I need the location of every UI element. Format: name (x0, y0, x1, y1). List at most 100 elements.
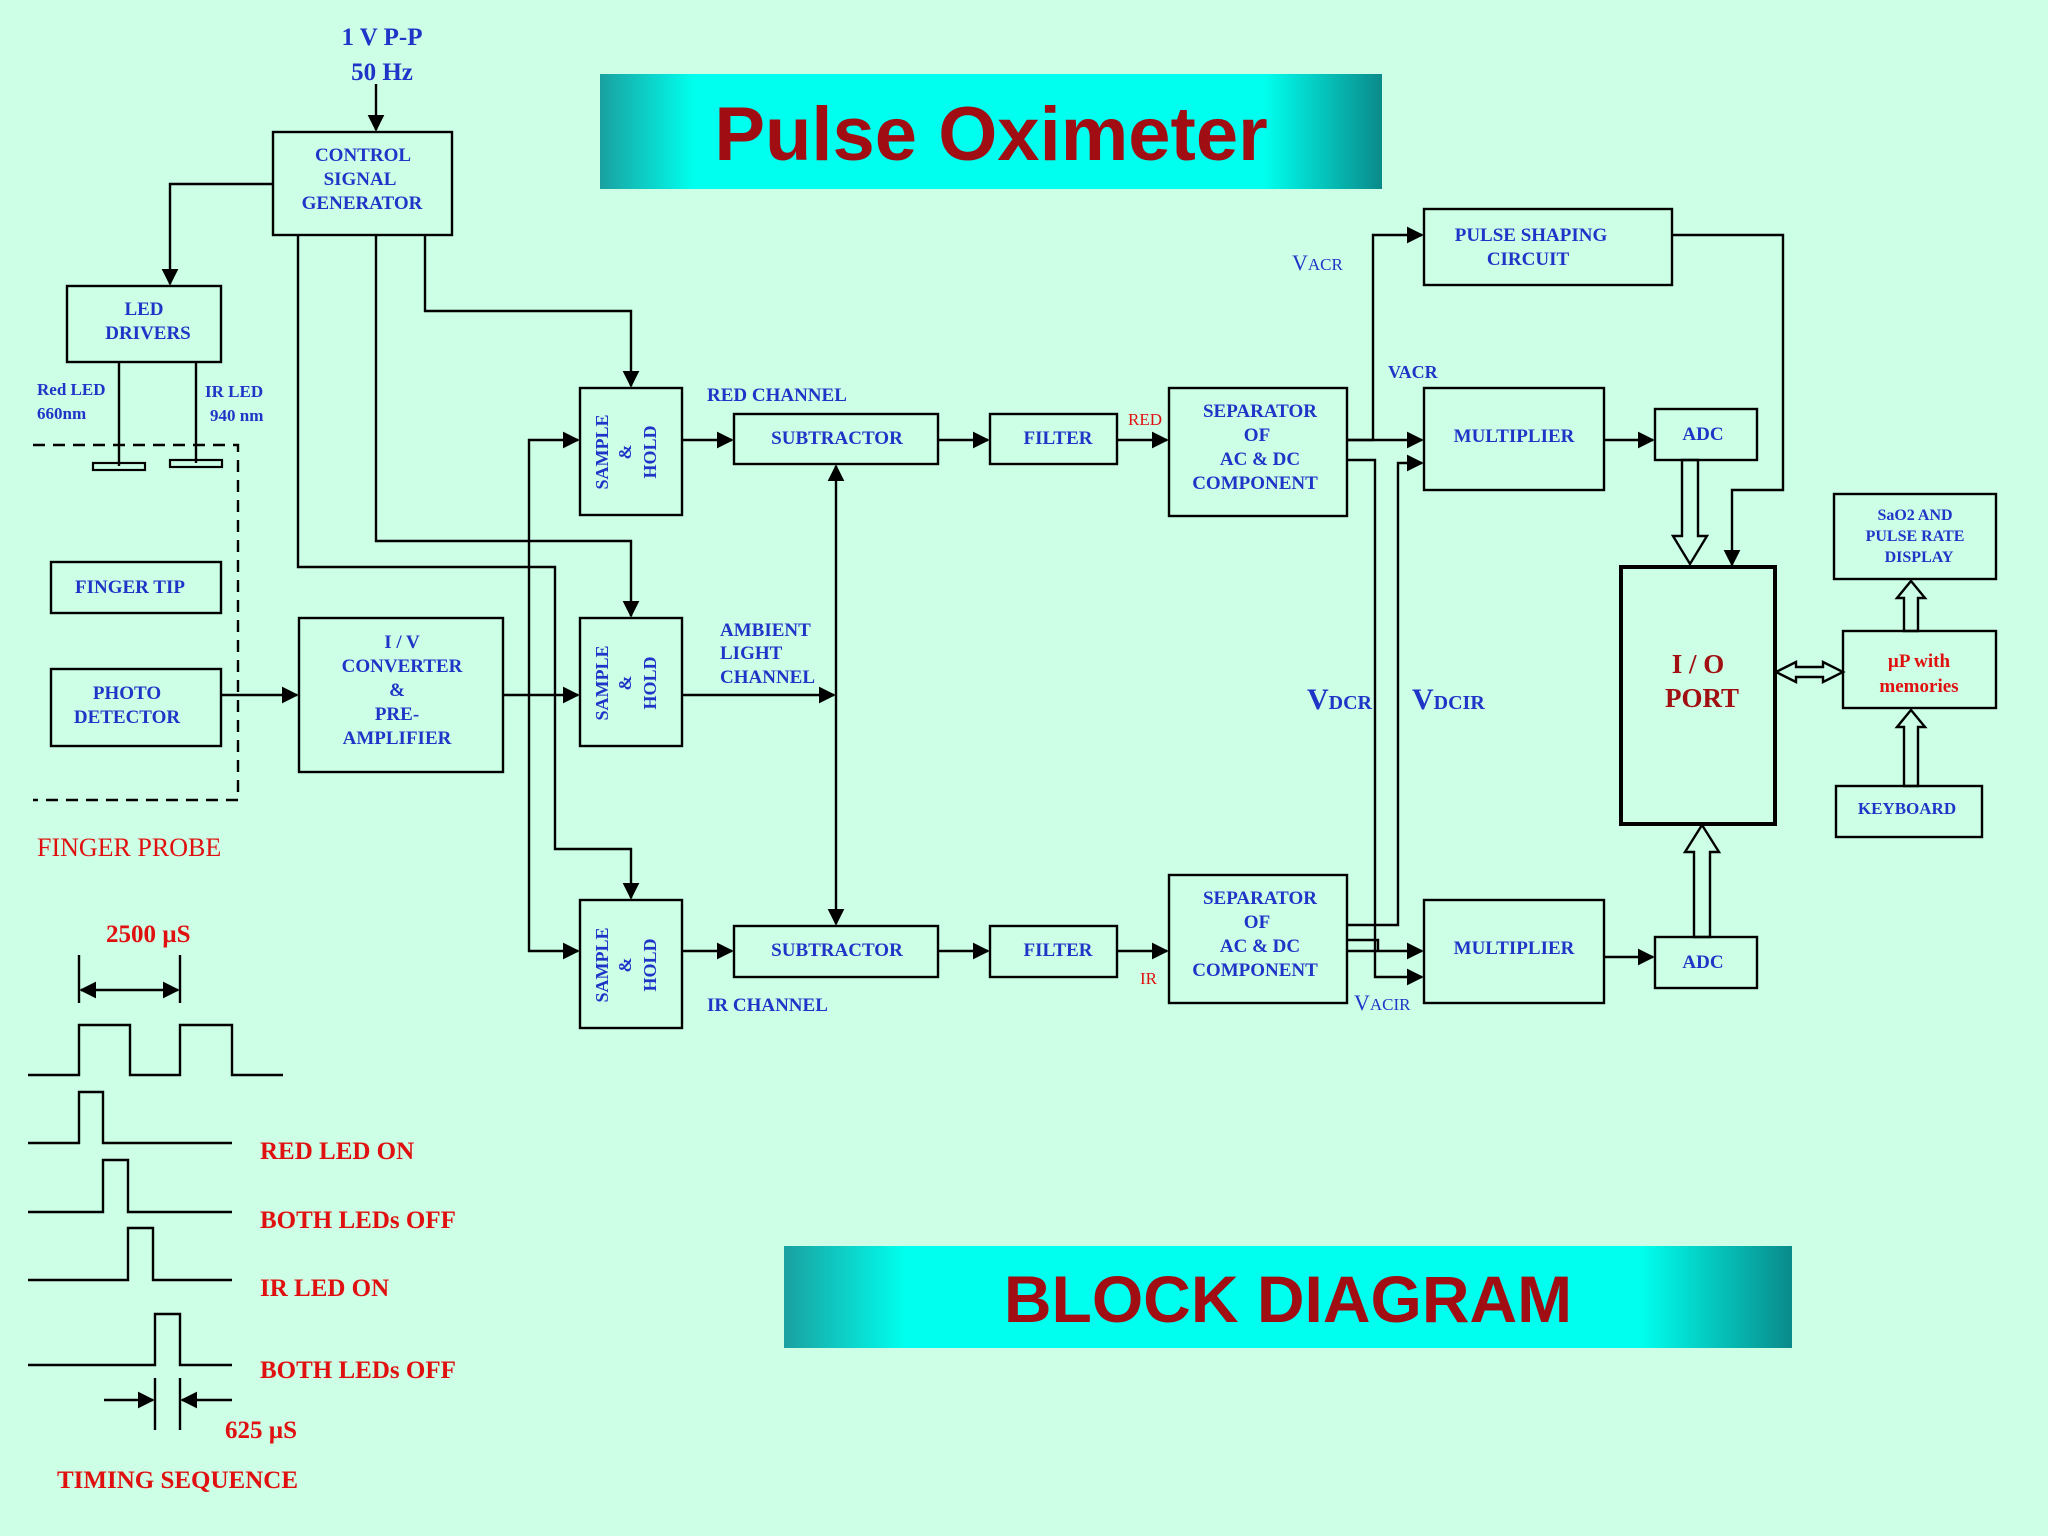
svg-text:PULSE RATE: PULSE RATE (1866, 528, 1965, 545)
svg-text:PHOTO: PHOTO (93, 683, 161, 704)
vacr-label-2: VACR (1388, 362, 1439, 382)
svg-text:ADC: ADC (1682, 424, 1723, 445)
svg-text:memories: memories (1879, 676, 1958, 697)
svg-text:DISPLAY: DISPLAY (1885, 549, 1954, 566)
svg-text:FINGER TIP: FINGER TIP (75, 577, 185, 598)
svg-text:SaO2 AND: SaO2 AND (1877, 507, 1952, 524)
subtitle-banner: BLOCK DIAGRAM (784, 1246, 1792, 1348)
timing-row-both-off-2: BOTH LEDs OFF (260, 1357, 456, 1384)
adc-block-ir: ADC (1653, 935, 1759, 990)
period-label: 2500 µS (106, 921, 191, 948)
svg-text:SAMPLE: SAMPLE (592, 414, 612, 489)
waveform-clock (28, 1023, 283, 1077)
svg-text:SAMPLE: SAMPLE (592, 645, 612, 720)
timing-caption: TIMING SEQUENCE (57, 1467, 298, 1494)
svg-text:HOLD: HOLD (640, 425, 660, 478)
svg-text:IR CHANNEL: IR CHANNEL (707, 995, 828, 1016)
waveform-both-off-2 (28, 1312, 232, 1367)
keyboard-block: KEYBOARD (1834, 784, 1984, 839)
svg-text:µP with: µP with (1888, 651, 1951, 672)
svg-text:&: & (615, 958, 635, 973)
multiplier-block-ir: MULTIPLIER (1422, 898, 1606, 1005)
waveform-red-led (28, 1090, 232, 1145)
finger-probe-enclosure (33, 443, 240, 802)
svg-text:LIGHT: LIGHT (720, 643, 783, 664)
led-drivers-block: LED DRIVERS (65, 284, 223, 364)
svg-text:1 V P-P: 1 V P-P (341, 24, 422, 51)
led-emitters (91, 362, 224, 472)
svg-text:IR LED: IR LED (205, 382, 263, 401)
svg-text:HOLD: HOLD (640, 938, 660, 991)
vacr-label: VACR (1292, 250, 1344, 275)
iv-converter-block: I / V CONVERTER & PRE- AMPLIFIER (297, 616, 505, 774)
timing-sequence: 2500 µS RED LED ON BOTH LEDs OFF IR LED … (28, 921, 456, 1494)
svg-text:&: & (615, 445, 635, 460)
control-signal-generator-block: CONTROL SIGNAL GENERATOR (271, 130, 454, 237)
svg-text:940 nm: 940 nm (210, 406, 263, 425)
svg-text:SEPARATOR: SEPARATOR (1203, 888, 1317, 909)
vacir-label: VACIR (1354, 990, 1411, 1015)
filter-block-red: FILTER (988, 412, 1119, 466)
subtractor-block-red: SUBTRACTOR (732, 412, 940, 466)
svg-text:AMPLIFIER: AMPLIFIER (343, 728, 452, 749)
pulse-shaping-block: PULSE SHAPING CIRCUIT (1422, 207, 1674, 287)
io-port-block: I / O PORT (1619, 565, 1777, 826)
svg-text:FILTER: FILTER (1024, 428, 1093, 449)
bus-arrows (1670, 458, 1928, 939)
svg-text:RED CHANNEL: RED CHANNEL (707, 385, 847, 406)
waveform-ir-led (28, 1226, 232, 1282)
svg-text:CONTROL: CONTROL (315, 145, 411, 166)
svg-text:HOLD: HOLD (640, 656, 660, 709)
title-banner: Pulse Oximeter (600, 74, 1382, 189)
svg-text:DETECTOR: DETECTOR (74, 707, 181, 728)
svg-text:I / V: I / V (384, 632, 420, 653)
input-signal-label: 1 V P-P 50 Hz (341, 24, 422, 86)
microprocessor-block: µP with memories (1841, 629, 1998, 710)
sample-hold-block-ir: SAMPLE & HOLD (578, 898, 684, 1030)
svg-text:&: & (389, 680, 405, 701)
timing-row-both-off-1: BOTH LEDs OFF (260, 1207, 456, 1234)
red-signal-label: RED (1128, 410, 1162, 429)
svg-text:SEPARATOR: SEPARATOR (1203, 401, 1317, 422)
adc-block-red: ADC (1653, 407, 1759, 462)
finger-tip-block: FINGER TIP (49, 560, 223, 615)
svg-text:CIRCUIT: CIRCUIT (1487, 249, 1570, 270)
sample-hold-block-red: SAMPLE & HOLD (578, 386, 684, 517)
svg-text:PULSE SHAPING: PULSE SHAPING (1455, 225, 1608, 246)
svg-text:COMPONENT: COMPONENT (1192, 960, 1318, 981)
svg-text:MULTIPLIER: MULTIPLIER (1454, 426, 1575, 447)
svg-text:I / O: I / O (1672, 649, 1725, 679)
svg-text:660nm: 660nm (37, 404, 86, 423)
ir-signal-label: IR (1140, 969, 1158, 988)
voltage-labels: VACR VACR VDCR VDCIR VACIR (1292, 250, 1485, 1015)
svg-text:ADC: ADC (1682, 952, 1723, 973)
sample-hold-block-ambient: SAMPLE & HOLD (578, 616, 684, 748)
svg-text:SUBTRACTOR: SUBTRACTOR (771, 428, 903, 449)
svg-text:SAMPLE: SAMPLE (592, 927, 612, 1002)
svg-text:DRIVERS: DRIVERS (105, 323, 191, 344)
photo-detector-block: PHOTO DETECTOR (49, 667, 223, 748)
svg-text:AC & DC: AC & DC (1220, 449, 1300, 470)
svg-text:COMPONENT: COMPONENT (1192, 473, 1318, 494)
svg-text:&: & (615, 676, 635, 691)
timing-row-red-on: RED LED ON (260, 1138, 414, 1165)
vdcir-label: VDCIR (1412, 683, 1485, 716)
channel-labels: RED CHANNEL AMBIENT LIGHT CHANNEL IR CHA… (707, 385, 847, 1016)
svg-text:GENERATOR: GENERATOR (302, 193, 423, 214)
svg-text:OF: OF (1244, 425, 1270, 446)
svg-text:50 Hz: 50 Hz (351, 59, 413, 86)
waveform-both-off-1 (28, 1158, 232, 1214)
svg-text:CONVERTER: CONVERTER (342, 656, 463, 677)
svg-text:Red LED: Red LED (37, 380, 105, 399)
vdcr-label: VDCR (1307, 683, 1373, 716)
separator-block-ir: SEPARATOR OF AC & DC COMPONENT (1167, 873, 1349, 1005)
led-labels: Red LED 660nm IR LED 940 nm (37, 380, 263, 425)
pulse-width-label: 625 µS (225, 1417, 297, 1444)
connections (161, 84, 1785, 986)
svg-text:MULTIPLIER: MULTIPLIER (1454, 938, 1575, 959)
timing-row-ir-on: IR LED ON (260, 1275, 389, 1302)
display-block: SaO2 AND PULSE RATE DISPLAY (1832, 492, 1998, 581)
svg-text:OF: OF (1244, 912, 1270, 933)
